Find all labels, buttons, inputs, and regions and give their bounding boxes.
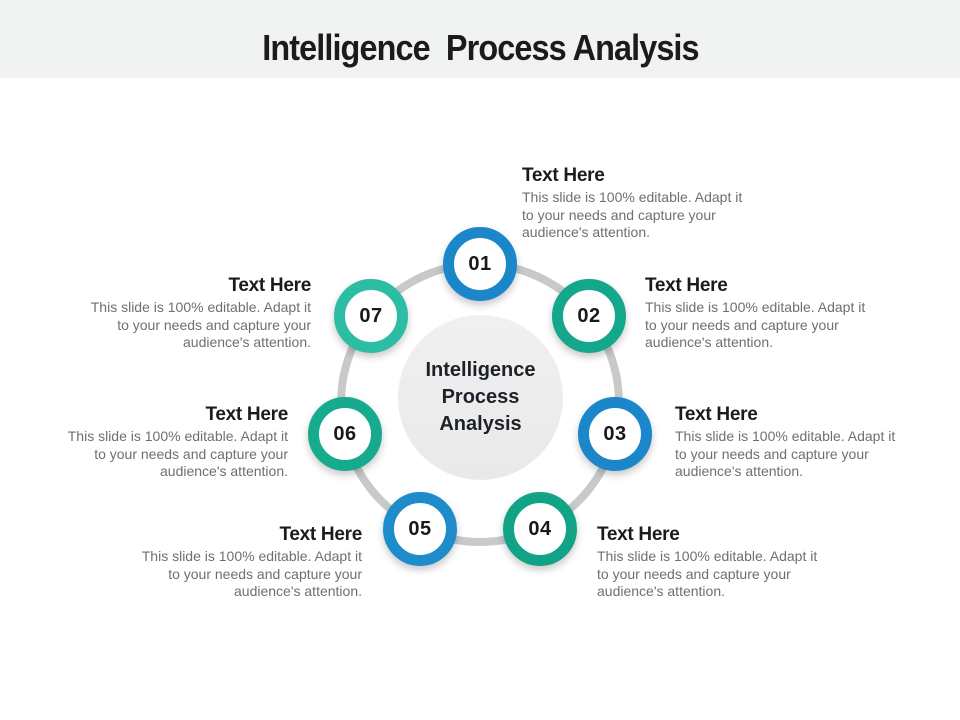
text-block-07: Text Here This slide is 100% editable. A…: [87, 275, 312, 352]
text-block-07-heading: Text Here: [228, 275, 312, 296]
text-block-04-heading: Text Here: [597, 524, 680, 545]
text-block-06: Text Here This slide is 100% editable. A…: [64, 404, 289, 481]
node-04-number: 04: [528, 517, 552, 540]
slide-header: Intelligence Process Analysis: [0, 0, 960, 78]
text-block-06-body: This slide is 100% editable. Adapt it to…: [67, 428, 288, 479]
node-01: 01: [443, 227, 517, 301]
text-block-05-body: This slide is 100% editable. Adapt it to…: [141, 548, 362, 599]
node-05-number: 05: [408, 517, 432, 540]
text-block-05: Text Here This slide is 100% editable. A…: [138, 524, 363, 601]
node-07: 07: [334, 279, 408, 353]
node-02-number: 02: [577, 304, 601, 327]
text-block-03-body: This slide is 100% editable. Adapt it to…: [675, 428, 896, 479]
node-01-number: 01: [468, 252, 492, 275]
hub-center: Intelligence Process Analysis: [398, 315, 563, 480]
text-block-07-body: This slide is 100% editable. Adapt it to…: [90, 299, 311, 350]
text-block-02-body: This slide is 100% editable. Adapt it to…: [645, 299, 866, 350]
node-06: 06: [308, 397, 382, 471]
text-block-04-body: This slide is 100% editable. Adapt it to…: [597, 548, 818, 599]
hub-center-line-2: Process: [441, 386, 520, 408]
node-06-number: 06: [333, 422, 357, 445]
text-block-02-heading: Text Here: [645, 275, 728, 296]
node-07-number: 07: [359, 304, 383, 327]
text-block-03: Text Here This slide is 100% editable. A…: [675, 405, 899, 481]
node-05: 05: [383, 492, 457, 566]
text-block-01-body: This slide is 100% editable. Adapt it to…: [522, 189, 743, 240]
text-block-01-heading: Text Here: [522, 165, 605, 186]
hub-center-line-1: Intelligence: [425, 359, 536, 381]
node-02: 02: [552, 279, 626, 353]
text-block-01: Text Here This slide is 100% editable. A…: [522, 166, 746, 242]
hub-center-line-3: Analysis: [439, 413, 522, 435]
text-block-06-heading: Text Here: [205, 404, 289, 425]
node-03: 03: [578, 397, 652, 471]
node-04: 04: [503, 492, 577, 566]
text-block-02: Text Here This slide is 100% editable. A…: [645, 276, 869, 352]
text-block-03-heading: Text Here: [675, 404, 758, 425]
slide-title: Intelligence Process Analysis: [261, 27, 699, 68]
text-block-04: Text Here This slide is 100% editable. A…: [597, 525, 821, 601]
node-03-number: 03: [603, 422, 627, 445]
text-block-05-heading: Text Here: [279, 524, 363, 545]
